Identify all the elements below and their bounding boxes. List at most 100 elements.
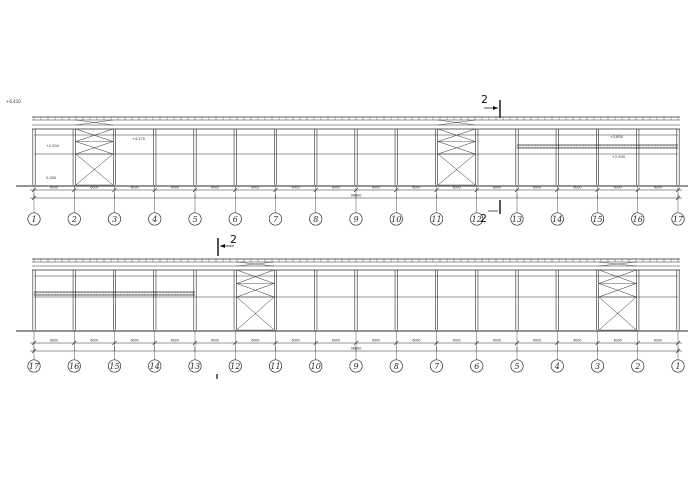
- cross-brace: [437, 141, 476, 155]
- axis-label: 4: [554, 362, 560, 371]
- axis-bubble: [429, 359, 444, 373]
- axis-bubble: [389, 212, 403, 226]
- bay-dimension: 6000: [453, 186, 461, 190]
- axis-label: 16: [69, 362, 79, 371]
- level-mark: +2.500: [46, 144, 59, 148]
- cross-brace: [598, 296, 637, 331]
- bay-dimension: 6000: [614, 186, 622, 190]
- dimension-tick: [152, 187, 157, 193]
- dimension-tick: [233, 340, 238, 346]
- axis-bubble: [309, 212, 323, 226]
- axis-bubble: [631, 359, 645, 373]
- section-mark-label: 2: [230, 233, 237, 246]
- cross-brace: [236, 296, 275, 331]
- dimension-tick: [474, 187, 479, 193]
- bay-dimension: 6000: [90, 186, 98, 190]
- bay-dimension: 6000: [533, 186, 541, 190]
- axis-label: 8: [313, 215, 318, 224]
- dimension-tick: [192, 340, 198, 346]
- axis-label: 10: [311, 362, 321, 371]
- axis-label: 17: [673, 215, 684, 224]
- axis-bubble: [631, 212, 645, 226]
- dimension-tick: [514, 187, 520, 193]
- axis-label: 17: [29, 362, 40, 371]
- axis-bubble: [27, 212, 41, 226]
- dimension-tick: [514, 340, 520, 346]
- axis-bubble: [349, 212, 363, 226]
- axis-label: 15: [592, 215, 602, 224]
- dimension-tick: [353, 187, 359, 193]
- axis-bubble: [67, 212, 81, 226]
- dimension-tick: [635, 340, 640, 346]
- dimension-tick: [233, 187, 238, 193]
- axis-bubble: [510, 359, 524, 373]
- axis-bubble: [268, 212, 283, 226]
- axis-bubble: [228, 359, 242, 373]
- axis-bubble: [389, 359, 403, 373]
- bay-dimension: 6000: [493, 339, 501, 343]
- dimension-tick: [394, 187, 399, 193]
- axis-bubble: [228, 212, 242, 226]
- dimension-tick: [112, 187, 117, 193]
- bay-dimension: 6000: [131, 339, 139, 343]
- cross-brace: [75, 141, 114, 155]
- bay-dimension: 6000: [171, 186, 179, 190]
- axis-label: 3: [595, 362, 600, 371]
- dimension-tick: [434, 187, 439, 193]
- axis-label: 13: [190, 362, 200, 371]
- axis-label: 14: [150, 362, 160, 371]
- cross-brace: [437, 128, 476, 142]
- level-mark: +3.800: [610, 135, 623, 139]
- dimension-tick: [595, 187, 600, 193]
- dimension-tick: [313, 187, 318, 193]
- cross-brace: [598, 269, 637, 284]
- bay-dimension: 6000: [171, 339, 179, 343]
- bay-dimension: 6000: [332, 186, 340, 190]
- axis-label: 7: [434, 362, 440, 371]
- dimension-tick: [675, 187, 681, 193]
- bay-dimension: 6000: [50, 339, 58, 343]
- axis-bubble: [349, 359, 363, 373]
- axis-label: 12: [230, 362, 240, 371]
- axis-bubble: [148, 212, 162, 226]
- axis-label: 16: [633, 215, 643, 224]
- bay-dimension: 6000: [251, 339, 259, 343]
- axis-bubble: [470, 359, 484, 373]
- dimension-tick: [313, 340, 318, 346]
- axis-label: 5: [192, 215, 197, 224]
- axis-label: 6: [474, 362, 479, 371]
- axis-label: 13: [512, 215, 522, 224]
- axis-label: 7: [273, 215, 279, 224]
- axis-bubble: [671, 212, 685, 226]
- bay-dimension: 6000: [251, 186, 259, 190]
- axis-label: 8: [394, 362, 399, 371]
- axis-bubble: [188, 359, 202, 373]
- bay-dimension: 6000: [211, 186, 219, 190]
- axis-label: 1: [675, 362, 680, 371]
- cross-brace: [437, 153, 476, 186]
- axis-label: 4: [151, 215, 157, 224]
- dimension-tick: [273, 340, 278, 346]
- axis-bubble: [107, 212, 122, 226]
- bay-dimension: 6000: [453, 339, 461, 343]
- bay-dimension: 6000: [292, 339, 300, 343]
- cross-brace: [236, 269, 275, 284]
- axis-bubble: [309, 359, 323, 373]
- cross-brace: [236, 283, 275, 298]
- axis-label: 14: [552, 215, 562, 224]
- axis-bubble: [148, 359, 162, 373]
- bay-dimension: 6000: [211, 339, 219, 343]
- bay-dimension: 6000: [332, 339, 340, 343]
- axis-label: 9: [353, 215, 358, 224]
- dimension-tick: [273, 187, 278, 193]
- section-cut-lower: 2: [217, 233, 237, 256]
- bay-dimension: 6000: [493, 186, 501, 190]
- axis-bubble: [550, 359, 564, 373]
- cross-brace: [598, 261, 637, 267]
- dimension-tick: [675, 195, 681, 201]
- total-dimension: 96000: [351, 347, 362, 351]
- total-dimension: 96000: [351, 194, 362, 198]
- dimension-tick: [595, 340, 600, 346]
- axis-label: 6: [233, 215, 238, 224]
